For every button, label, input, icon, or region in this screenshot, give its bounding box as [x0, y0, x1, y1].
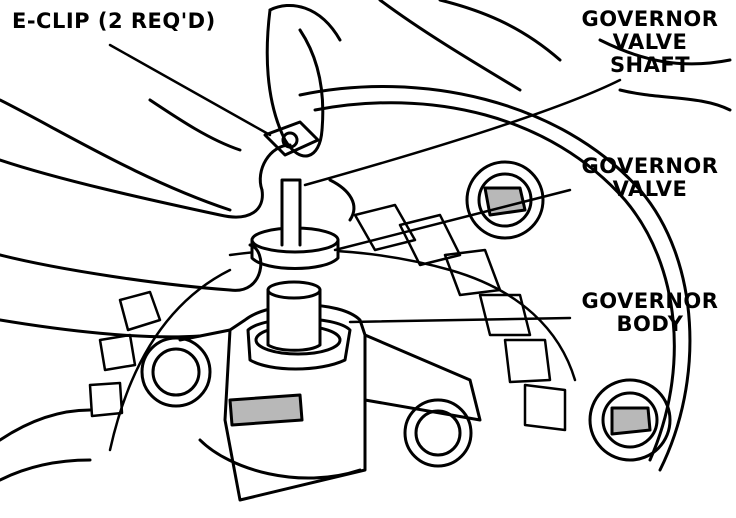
leader-e-clip	[108, 43, 272, 137]
bolt-left	[140, 336, 212, 408]
governor-valve-label: GOVERNOR VALVE	[570, 155, 730, 201]
bolt-lower-right	[588, 378, 672, 462]
governor-body-part	[178, 303, 482, 502]
governor-valve-line-1: GOVERNOR	[581, 154, 719, 178]
governor-body-line-1: GOVERNOR	[581, 289, 719, 313]
leader-valve	[333, 188, 572, 252]
e-clip-label-text: E-CLIP (2 REQ'D)	[12, 9, 216, 33]
governor-valve-shaft-label: GOVERNOR VALVE SHAFT	[570, 8, 730, 77]
governor-valve-part	[250, 178, 340, 352]
governor-valve-line-2: VALVE	[612, 177, 688, 201]
e-clip-label: E-CLIP (2 REQ'D)	[12, 10, 216, 33]
leader-shaft	[303, 78, 622, 187]
leader-body	[348, 316, 572, 324]
governor-valve-shaft-line-3: SHAFT	[609, 53, 691, 77]
governor-valve-shaft-line-1: GOVERNOR	[581, 7, 719, 31]
governor-body-label: GOVERNOR BODY	[570, 290, 730, 336]
technician-hand	[0, 3, 356, 482]
bolt-lower-middle	[403, 398, 473, 468]
governor-valve-shaft-line-2: VALVE	[612, 30, 688, 54]
governor-body-line-2: BODY	[616, 312, 684, 336]
housing-outline	[298, 0, 732, 472]
leader-lines	[108, 43, 622, 324]
